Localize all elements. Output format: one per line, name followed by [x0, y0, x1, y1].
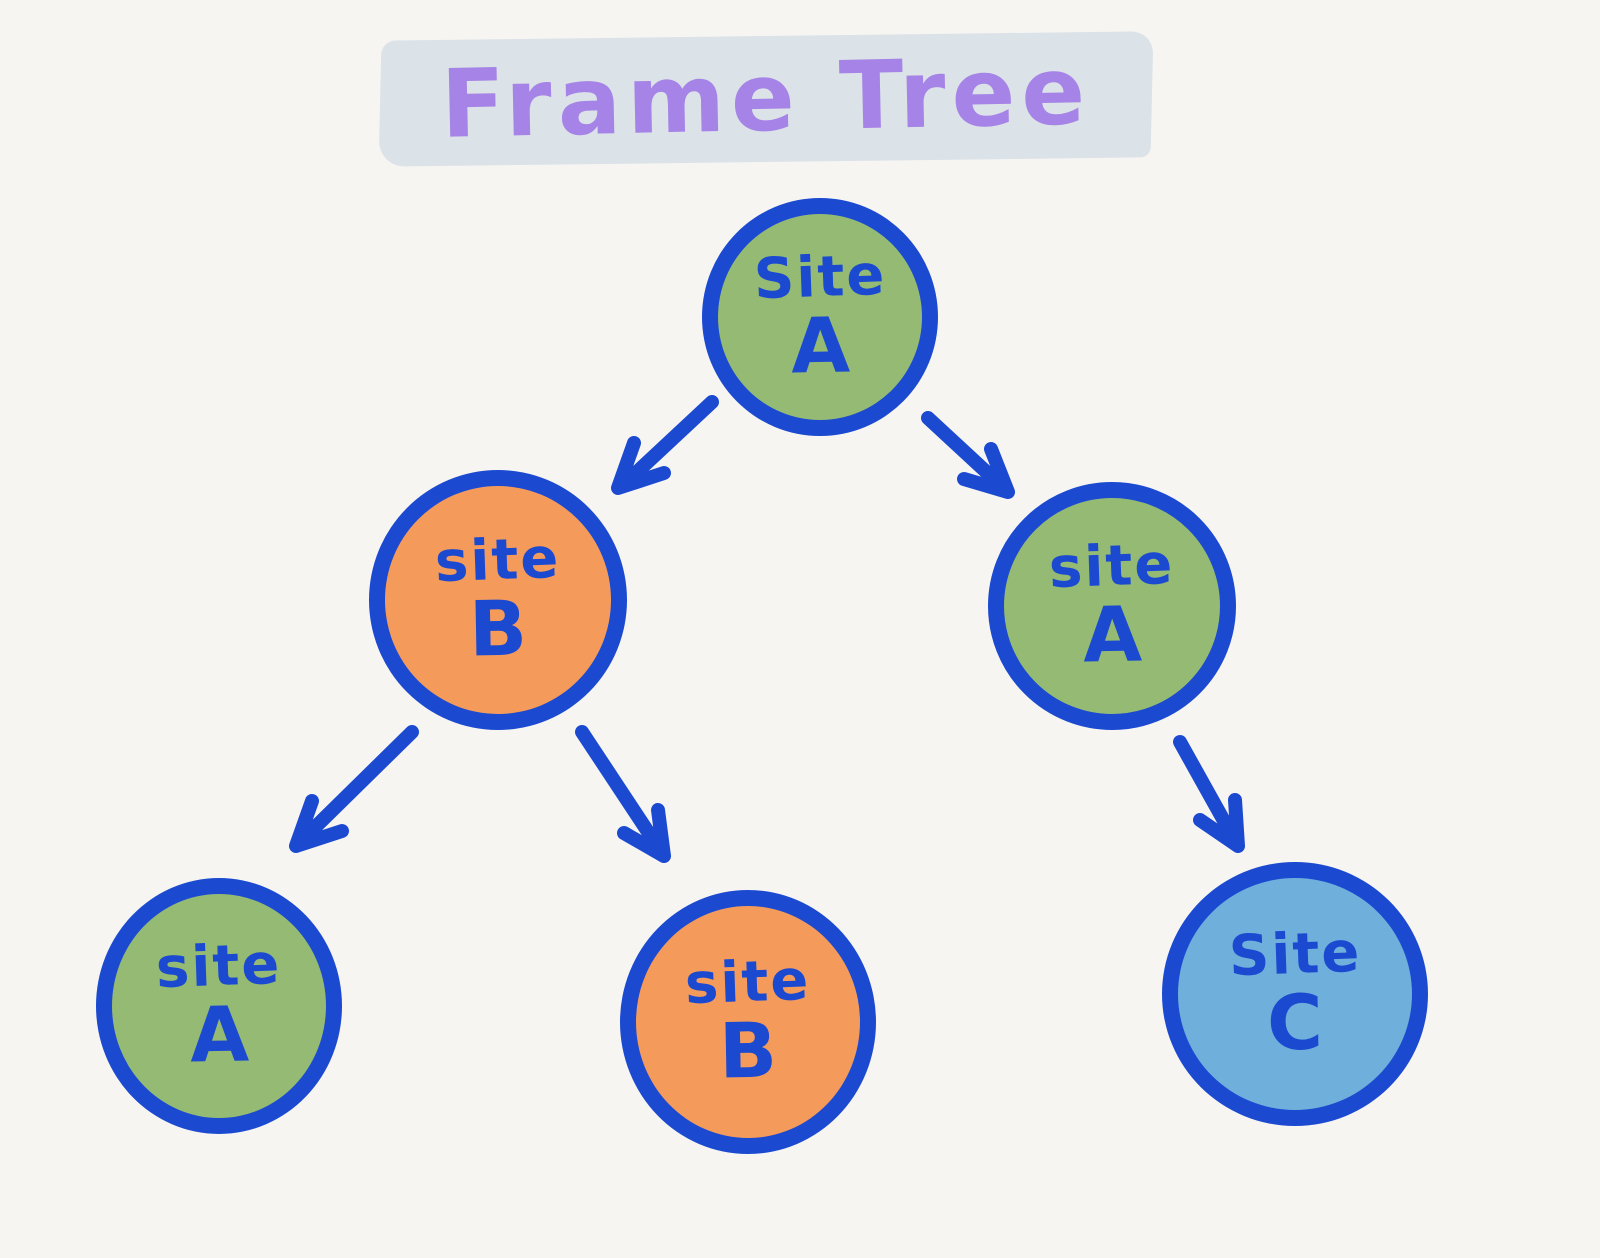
arrow-site-b-to-site-b: [575, 725, 671, 863]
node-label-word: site: [434, 525, 562, 596]
node-label-letter: A: [1081, 589, 1143, 680]
node-label-word: site: [684, 947, 812, 1018]
node-root-site-a: Site A: [702, 198, 938, 436]
node-bottom-right-site-c: Site C: [1162, 862, 1428, 1126]
node-mid-left-site-b: site B: [369, 470, 627, 730]
node-label-word: site: [155, 931, 283, 1002]
node-label-letter: C: [1266, 977, 1324, 1068]
node-label-word: Site: [1227, 919, 1363, 990]
arrow-root-to-site-a: [921, 411, 1015, 499]
arrow-root-to-site-b: [611, 395, 719, 495]
arrow-site-a-to-site-c: [1173, 735, 1245, 853]
arrow-site-b-to-site-a: [289, 725, 419, 853]
node-mid-right-site-a: site A: [988, 482, 1236, 730]
node-label-letter: A: [789, 300, 851, 391]
node-label-letter: B: [468, 583, 528, 674]
node-label-letter: B: [718, 1005, 778, 1096]
node-bottom-center-site-b: site B: [620, 890, 876, 1154]
node-label-letter: A: [188, 989, 250, 1080]
node-label-word: site: [1048, 531, 1176, 602]
diagram-title-block: Frame Tree: [378, 31, 1154, 167]
node-label-word: Site: [752, 242, 888, 313]
node-bottom-left-site-a: site A: [96, 878, 342, 1134]
page-title: Frame Tree: [439, 37, 1093, 160]
